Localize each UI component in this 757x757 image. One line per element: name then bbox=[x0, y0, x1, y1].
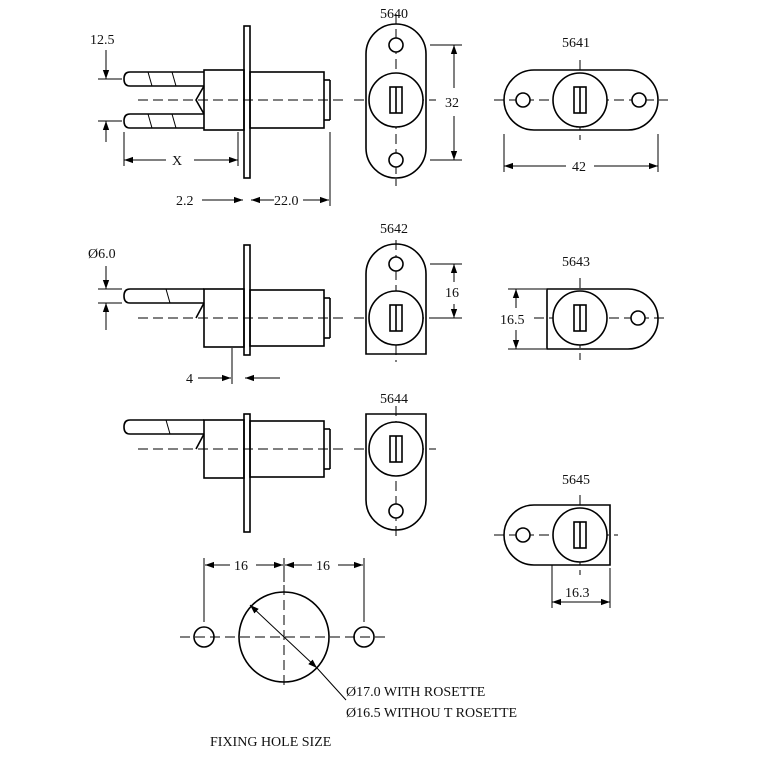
dim-32-label: 32 bbox=[445, 96, 459, 111]
side-view-single-pin: Ø6.0 4 bbox=[88, 244, 346, 387]
dim-16-left-label: 16 bbox=[234, 559, 248, 574]
side-view-single-pin-2 bbox=[123, 413, 346, 533]
model-5644-label: 5644 bbox=[380, 392, 408, 407]
model-5642-label: 5642 bbox=[380, 222, 408, 237]
fixing-hole-diagram: 16 16 Ø17.0 WITH ROSETTE Ø16.5 WITHOU T … bbox=[180, 558, 517, 750]
dim-16-3-label: 16.3 bbox=[565, 586, 590, 601]
fixing-hole-caption: FIXING HOLE SIZE bbox=[210, 735, 331, 750]
dim-2-2-label: 2.2 bbox=[176, 194, 194, 209]
front-view-5640: 5640 32 bbox=[354, 7, 462, 186]
dim-x-label: X bbox=[172, 154, 182, 169]
dim-22-0-label: 22.0 bbox=[274, 194, 299, 209]
dim-42-label: 42 bbox=[572, 160, 586, 175]
model-5643-label: 5643 bbox=[562, 255, 590, 270]
front-view-5642: 5642 16 bbox=[354, 222, 462, 362]
dim-12-5-label: 12.5 bbox=[90, 33, 115, 48]
dim-16-vertical-label: 16 bbox=[445, 286, 459, 301]
dim-dia16-5-label: Ø16.5 WITHOU T ROSETTE bbox=[346, 706, 517, 721]
side-view-double-pin: 12.5 X 2.2 22.0 bbox=[90, 25, 346, 209]
dim-dia17-label: Ø17.0 WITH ROSETTE bbox=[346, 685, 485, 700]
front-view-5643: 5643 16.5 bbox=[500, 255, 668, 360]
front-view-5645: 5645 16.3 bbox=[494, 473, 618, 608]
model-5645-label: 5645 bbox=[562, 473, 590, 488]
front-view-5641: 5641 42 bbox=[494, 36, 668, 175]
model-5640-label: 5640 bbox=[380, 7, 408, 22]
front-view-5644: 5644 bbox=[354, 392, 436, 538]
dim-16-5-label: 16.5 bbox=[500, 313, 525, 328]
dim-dia6-label: Ø6.0 bbox=[88, 247, 116, 262]
dim-16-right-label: 16 bbox=[316, 559, 330, 574]
dim-4-label: 4 bbox=[186, 372, 193, 387]
model-5641-label: 5641 bbox=[562, 36, 590, 51]
